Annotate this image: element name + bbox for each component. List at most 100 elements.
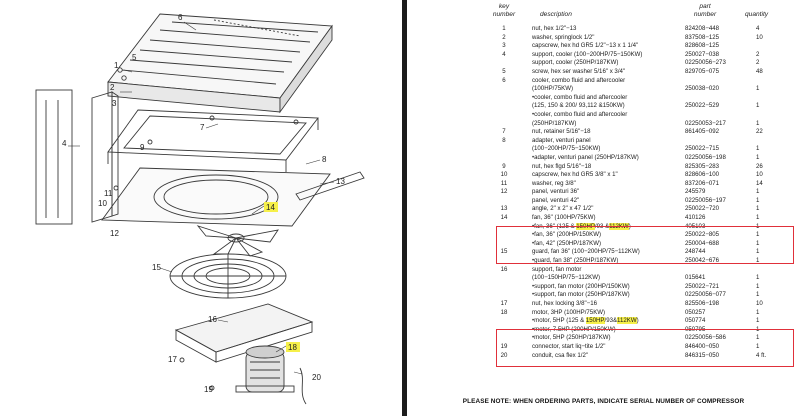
conduit <box>299 367 307 405</box>
description-cell: •adapter, venturi panel (250HP/187KW) <box>532 154 639 163</box>
description-text: guard, fan 36" (100−200HP/75−112KW) <box>532 248 640 256</box>
quantity-cell: 1 <box>756 274 760 282</box>
leader-lines <box>68 21 335 375</box>
quantity-cell: 1 <box>756 145 760 153</box>
callout-11: 11 <box>104 189 113 198</box>
key-number-cell: 13 <box>500 205 508 213</box>
quantity-cell: 1 <box>756 153 760 161</box>
part-number-cell: 02250056−077 <box>685 291 726 299</box>
description-text: nut, retainer 5/16"−18 <box>532 128 591 136</box>
header-part-number: part number <box>685 3 725 18</box>
description-cell: washer, springlock 1/2" <box>532 34 594 43</box>
key-number-cell: 9 <box>502 162 506 170</box>
part-number-cell: 250038−020 <box>685 85 720 93</box>
callout-4: 4 <box>62 139 67 148</box>
quantity-cell: 48 <box>756 67 763 75</box>
description-text: motor, 3HP (100HP/75KW) <box>532 308 606 316</box>
callout-16: 16 <box>208 315 217 324</box>
description-cell: support, cooler (100−200HP/75−150KW) <box>532 51 642 60</box>
description-cell: panel, venturi 42" <box>532 197 579 206</box>
part-number-cell: 837508−125 <box>685 33 720 41</box>
part-number-cell: 250022−720 <box>685 205 720 213</box>
description-text: cooler, combo fluid and aftercooler <box>534 110 628 118</box>
description-cell: angle, 2" x 2" x 47 1/2" <box>532 205 593 214</box>
header-quantity: quantity <box>745 11 769 18</box>
header-key-line1: key <box>498 3 510 10</box>
part-number-cell: 846400−050 <box>685 342 720 350</box>
description-cell: •cooler, combo fluid and aftercooler <box>532 94 627 103</box>
angle-bar <box>295 171 365 201</box>
description-cell: •support, fan motor (200HP/150KW) <box>532 283 630 292</box>
header-key-line2: number <box>492 10 516 18</box>
key-number-cell: 14 <box>500 214 508 222</box>
description-text: nut, hex 1/2"−13 <box>532 25 577 32</box>
venturi-panel <box>101 167 331 227</box>
description-cell: (250HP/187KW) <box>532 120 576 129</box>
table-row: •motor, 5HP (125 & 150HP/93&112KW)050774… <box>407 317 800 326</box>
part-number-cell: 02250056−586 <box>685 334 726 342</box>
quantity-cell: 4 <box>756 25 760 32</box>
table-row: •support, fan motor (200HP/150KW) 250022−… <box>407 283 800 292</box>
part-number-cell: 02250053−217 <box>685 119 726 127</box>
description-text: fan, 36" (100HP/75KW) <box>532 214 596 222</box>
description-text: fan, 36" (125 & <box>534 222 577 230</box>
callout-labels: 6 1 2 3 5 4 7 8 9 10 11 12 13 14 15 16 1… <box>62 13 345 394</box>
description-cell: nut, hex 1/2"−13 <box>532 25 576 34</box>
bullet-marker: • <box>532 110 535 118</box>
part-number-cell: 02250056−197 <box>685 196 726 204</box>
part-number-cell: 824208−448 <box>685 25 720 32</box>
quantity-cell: 1 <box>756 119 760 127</box>
description-text: cooler, combo fluid and aftercooler <box>534 93 628 101</box>
bullet-marker: • <box>532 257 535 265</box>
key-number-cell: 4 <box>502 50 506 58</box>
description-text: angle, 2" x 2" x 47 1/2" <box>532 205 594 213</box>
key-number-cell: 8 <box>502 136 506 144</box>
quantity-cell: 1 <box>756 317 760 325</box>
callout-13: 13 <box>336 177 345 186</box>
part-number-cell: 250042−676 <box>685 257 720 265</box>
part-number-cell: 250022−805 <box>685 231 720 239</box>
fan-blades <box>196 225 279 257</box>
description-text: fan, 36" (200HP/150KW) <box>534 231 601 239</box>
quantity-cell: 1 <box>756 282 760 290</box>
description-cell: support, cooler (250HP/187KW) <box>532 59 618 68</box>
callout-6: 6 <box>178 13 183 22</box>
description-text: conduit, csa flex 1/2" <box>532 351 589 359</box>
description-text: guard, fan 38" (250HP/187KW) <box>534 257 619 265</box>
motor-support <box>174 303 314 363</box>
description-text: support, fan motor <box>532 265 582 273</box>
callout-20: 20 <box>312 373 321 382</box>
quantity-cell: 1 <box>756 214 760 222</box>
quantity-cell: 1 <box>756 342 760 350</box>
fan-guard <box>169 253 287 299</box>
quantity-cell: 1 <box>756 325 760 333</box>
description-cell: fan, 36" (100HP/75KW) <box>532 214 595 223</box>
key-number-cell: 16 <box>500 265 508 273</box>
exploded-view-drawing: 6 1 2 3 5 4 7 8 9 10 11 12 13 14 15 16 1… <box>35 13 365 405</box>
key-number-cell: 1 <box>502 25 506 32</box>
bullet-marker: • <box>532 231 535 239</box>
part-number-cell: 825305−283 <box>685 162 720 170</box>
cooler-assembly <box>107 13 333 114</box>
description-text: washer, reg 3/8" <box>532 179 576 187</box>
description-text: (100−200HP/75−150KW) <box>532 145 601 153</box>
description-cell: •fan, 36" (200HP/150KW) <box>532 231 601 240</box>
part-number-cell: 846315−050 <box>685 351 720 359</box>
key-number-cell: 15 <box>500 248 508 256</box>
description-text: support, cooler (250HP/187KW) <box>532 59 619 67</box>
callout-12: 12 <box>110 229 119 238</box>
description-cell: support, fan motor <box>532 266 581 275</box>
highlighted-text: 150HP <box>585 317 605 325</box>
part-number-cell: 250022−721 <box>685 282 720 290</box>
key-number-cell: 7 <box>502 128 506 136</box>
